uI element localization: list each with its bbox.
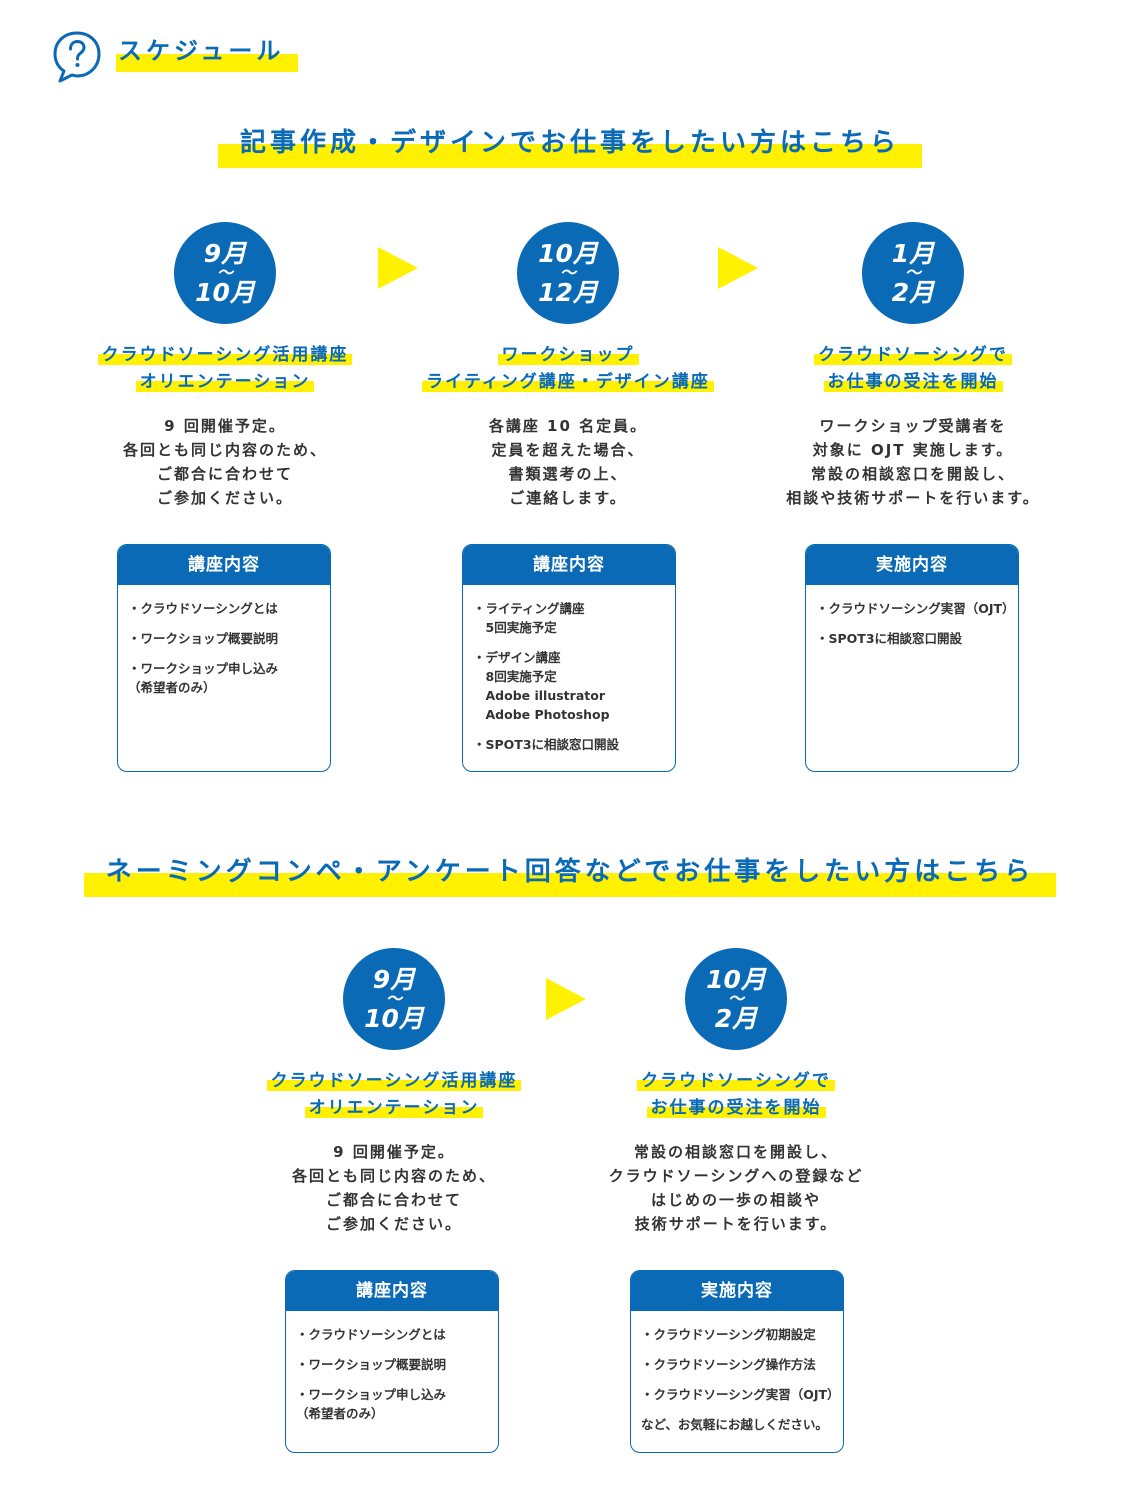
list-item: ・クラウドソーシングとは	[128, 601, 278, 616]
step-subtitle: クラウドソーシング活用講座 オリエンテーション	[244, 1068, 544, 1122]
step-subtitle: ワークショップ ライティング講座・デザイン講座	[418, 342, 718, 396]
list-item: ・クラウドソーシング実習（OJT）	[816, 601, 1015, 616]
list-item: ・クラウドソーシング実習（OJT）	[641, 1387, 840, 1402]
section-title: ネーミングコンペ・アンケート回答などでお仕事をしたい方はこちら	[83, 855, 1057, 897]
list-item: など、お気軽にお越しください。	[641, 1417, 828, 1432]
list-item: ・ワークショップ概要説明	[128, 631, 279, 646]
arrow-right-icon	[718, 247, 758, 289]
box-title: 実施内容	[631, 1271, 843, 1311]
step-s1-2: 10月 〜 12月 ワークショップ ライティング講座・デザイン講座 各講座 10…	[418, 222, 718, 510]
period-circle: 9月 〜 10月	[343, 948, 445, 1050]
step-s1-1: 9月 〜 10月 クラウドソーシング活用講座 オリエンテーション 9 回開催予定…	[75, 222, 375, 510]
box-title: 実施内容	[806, 545, 1018, 585]
step-description: 常設の相談窓口を開設し、 クラウドソーシングへの登録など はじめの一歩の相談や …	[608, 1143, 864, 1233]
box-title: 講座内容	[118, 545, 330, 585]
step-subtitle: クラウドソーシング活用講座 オリエンテーション	[75, 342, 375, 396]
page-title: スケジュール	[118, 37, 285, 65]
box-title: 講座内容	[463, 545, 675, 585]
period-circle: 9月 〜 10月	[174, 222, 276, 324]
list-item: ・ライティング講座 5回実施予定	[473, 601, 585, 635]
list-item: ・クラウドソーシングとは	[296, 1327, 446, 1342]
step-description: 9 回開催予定。 各回とも同じ内容のため、 ご都合に合わせて ご参加ください。	[291, 1143, 496, 1233]
list-item: ・ワークショップ申し込み （希望者のみ）	[296, 1387, 447, 1421]
step-description: 各講座 10 名定員。 定員を超えた場合、 書類選考の上、 ご連絡します。	[488, 417, 648, 507]
step-description: 9 回開催予定。 各回とも同じ内容のため、 ご都合に合わせて ご参加ください。	[122, 417, 327, 507]
content-box: 実施内容 ・クラウドソーシング実習（OJT） ・SPOT3に相談窓口開設	[805, 544, 1019, 772]
section-2-heading: ネーミングコンペ・アンケート回答などでお仕事をしたい方はこちら	[0, 855, 1140, 897]
list-item: ・ワークショップ概要説明	[296, 1357, 447, 1372]
list-item: ・クラウドソーシング初期設定	[641, 1327, 816, 1342]
arrow-right-icon	[546, 978, 586, 1020]
section-1-heading: 記事作成・デザインでお仕事をしたい方はこちら	[0, 126, 1140, 168]
box-title: 講座内容	[286, 1271, 498, 1311]
list-item: ・SPOT3に相談窓口開設	[816, 631, 963, 646]
period-circle: 10月 〜 2月	[685, 948, 787, 1050]
list-item: ・ワークショップ申し込み （希望者のみ）	[128, 661, 279, 695]
period-circle: 1月 〜 2月	[862, 222, 964, 324]
step-subtitle: クラウドソーシングで お仕事の受注を開始	[586, 1068, 886, 1122]
header-highlight	[116, 54, 298, 72]
list-item: ・デザイン講座 8回実施予定 Adobe illustrator Adobe P…	[473, 650, 610, 722]
step-subtitle: クラウドソーシングで お仕事の受注を開始	[763, 342, 1063, 396]
list-item: ・クラウドソーシング操作方法	[641, 1357, 816, 1372]
content-box: 講座内容 ・ライティング講座 5回実施予定 ・デザイン講座 8回実施予定 Ado…	[462, 544, 676, 772]
list-item: ・SPOT3に相談窓口開設	[473, 737, 620, 752]
step-description: ワークショップ受講者を 対象に OJT 実施します。 常設の相談窓口を開設し、 …	[786, 417, 1040, 507]
schedule-header: スケジュール	[52, 30, 312, 86]
arrow-right-icon	[378, 247, 418, 289]
step-s2-1: 9月 〜 10月 クラウドソーシング活用講座 オリエンテーション 9 回開催予定…	[244, 948, 544, 1236]
step-s2-2: 10月 〜 2月 クラウドソーシングで お仕事の受注を開始 常設の相談窓口を開設…	[586, 948, 886, 1236]
question-bubble-icon	[53, 31, 101, 83]
section-title: 記事作成・デザインでお仕事をしたい方はこちら	[217, 126, 923, 168]
content-box: 講座内容 ・クラウドソーシングとは ・ワークショップ概要説明 ・ワークショップ申…	[285, 1270, 499, 1453]
step-s1-3: 1月 〜 2月 クラウドソーシングで お仕事の受注を開始 ワークショップ受講者を…	[763, 222, 1063, 510]
content-box: 実施内容 ・クラウドソーシング初期設定 ・クラウドソーシング操作方法 ・クラウド…	[630, 1270, 844, 1453]
content-box: 講座内容 ・クラウドソーシングとは ・ワークショップ概要説明 ・ワークショップ申…	[117, 544, 331, 772]
period-circle: 10月 〜 12月	[517, 222, 619, 324]
